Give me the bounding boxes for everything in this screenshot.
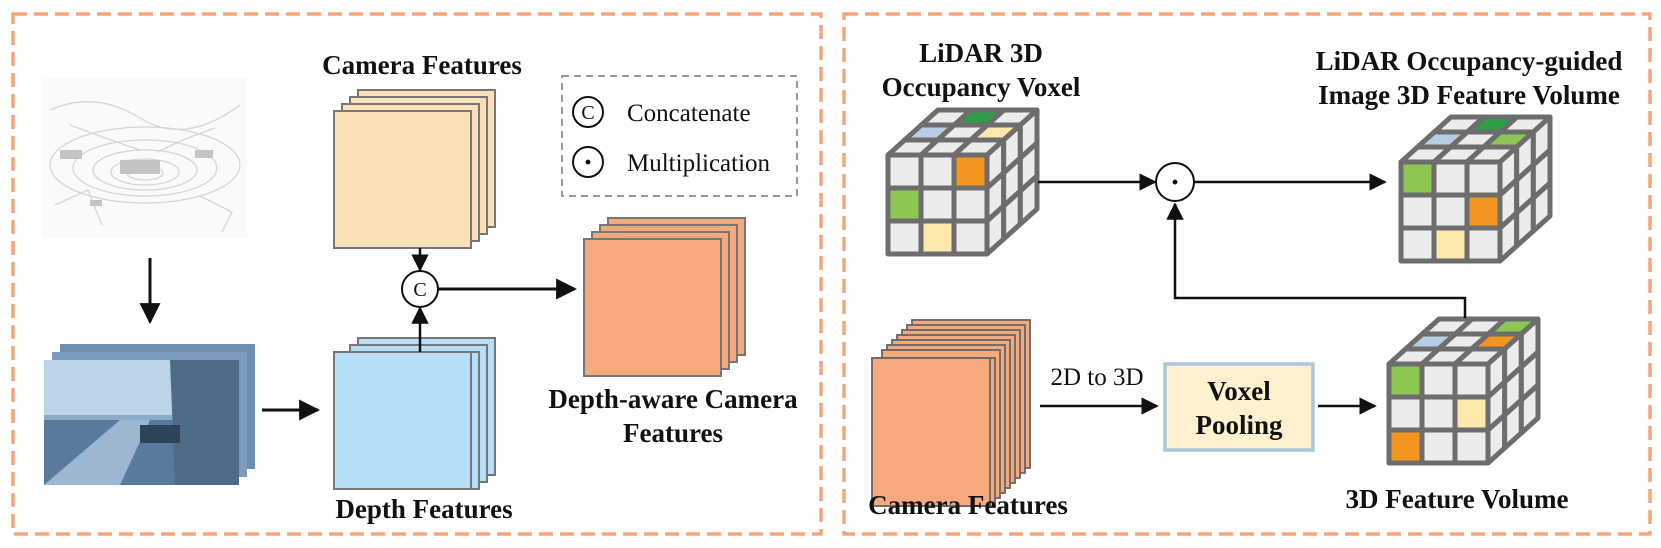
feature-volume-label: 3D Feature Volume bbox=[1346, 484, 1569, 514]
concat-node-symbol: C bbox=[413, 279, 426, 301]
cube-front-cell bbox=[1431, 225, 1470, 264]
cube-front-cell bbox=[1452, 394, 1491, 433]
camera-features-stack bbox=[333, 89, 496, 249]
cube-front-cell bbox=[1431, 159, 1470, 198]
cube-front-cell bbox=[951, 218, 990, 257]
lidar-occupancy-voxel-cube bbox=[885, 107, 1040, 257]
cube-front-cell bbox=[1419, 361, 1458, 400]
cube-front-cell bbox=[918, 185, 957, 224]
cube-front-cell bbox=[1464, 159, 1503, 198]
cube-front-cell bbox=[1452, 361, 1491, 400]
guided-volume-label-line2: Image 3D Feature Volume bbox=[1318, 80, 1620, 110]
voxel-pooling-box bbox=[1163, 362, 1315, 452]
voxel-pooling-label-line1: Voxel bbox=[1207, 376, 1271, 406]
legend-concat-icon bbox=[572, 96, 604, 128]
legend-mult-label: Multiplication bbox=[627, 150, 771, 177]
cube-front-cell bbox=[1386, 361, 1425, 400]
lidar-voxel-label-line2: Occupancy Voxel bbox=[882, 72, 1081, 102]
right-panel-border bbox=[842, 12, 1652, 536]
legend-mult-symbol: · bbox=[583, 146, 593, 179]
guided-volume-label-line1: LiDAR Occupancy-guided bbox=[1316, 46, 1623, 76]
cube-front-cell bbox=[885, 152, 924, 191]
depth-features-label: Depth Features bbox=[335, 494, 512, 524]
cube-front-cell bbox=[1419, 394, 1458, 433]
lidar-voxel-label-line1: LiDAR 3D bbox=[919, 38, 1043, 68]
camera-features-label: Camera Features bbox=[322, 50, 522, 80]
legend-box bbox=[561, 75, 798, 197]
cube-side-cell bbox=[1017, 173, 1040, 227]
cube-front-cell bbox=[1398, 192, 1437, 231]
cube-front-cell bbox=[1386, 394, 1425, 433]
depth-aware-camera-features-stack bbox=[583, 217, 746, 377]
cube-front-cell bbox=[918, 152, 957, 191]
cube-front-cell bbox=[1431, 192, 1470, 231]
cube-front-cell bbox=[951, 185, 990, 224]
depth-aware-label-line2: Features bbox=[623, 418, 723, 448]
3d-feature-volume-cube bbox=[1386, 316, 1541, 466]
cube-front-cell bbox=[1398, 225, 1437, 264]
cube-front-cell bbox=[1398, 159, 1437, 198]
cube-front-cell bbox=[885, 185, 924, 224]
cube-front-cell bbox=[1419, 427, 1458, 466]
cube-side-cell bbox=[1518, 382, 1541, 436]
lift-label: 2D to 3D bbox=[1050, 364, 1143, 391]
legend-mult-icon bbox=[572, 146, 604, 178]
left-panel-border bbox=[11, 12, 823, 536]
cube-front-cell bbox=[918, 218, 957, 257]
cube-front-cell bbox=[885, 218, 924, 257]
cube-side-cell bbox=[1530, 180, 1553, 234]
lidar-point-cloud-image bbox=[42, 78, 247, 238]
cube-front-cell bbox=[1386, 427, 1425, 466]
cube-front-cell bbox=[1452, 427, 1491, 466]
legend-concat-label: Concatenate bbox=[627, 100, 751, 127]
legend: C Concatenate · Multiplication bbox=[561, 75, 798, 197]
mult-node-symbol: · bbox=[1170, 166, 1180, 199]
guided-feature-volume-cube bbox=[1398, 114, 1553, 264]
arrow-volume-to-mult bbox=[1166, 202, 1467, 318]
depth-features-stack bbox=[333, 337, 496, 490]
sparse-depth-map-image bbox=[44, 344, 255, 485]
cube-front-cell bbox=[1464, 225, 1503, 264]
right-camera-features-stack bbox=[871, 319, 1031, 507]
cube-front-cell bbox=[951, 152, 990, 191]
cube-front-cell bbox=[1464, 192, 1503, 231]
legend-concat-symbol: C bbox=[581, 102, 594, 124]
depth-aware-label-line1: Depth-aware Camera bbox=[548, 384, 798, 414]
right-camera-features-label: Camera Features bbox=[868, 490, 1068, 520]
voxel-pooling-label-line2: Pooling bbox=[1195, 410, 1283, 440]
